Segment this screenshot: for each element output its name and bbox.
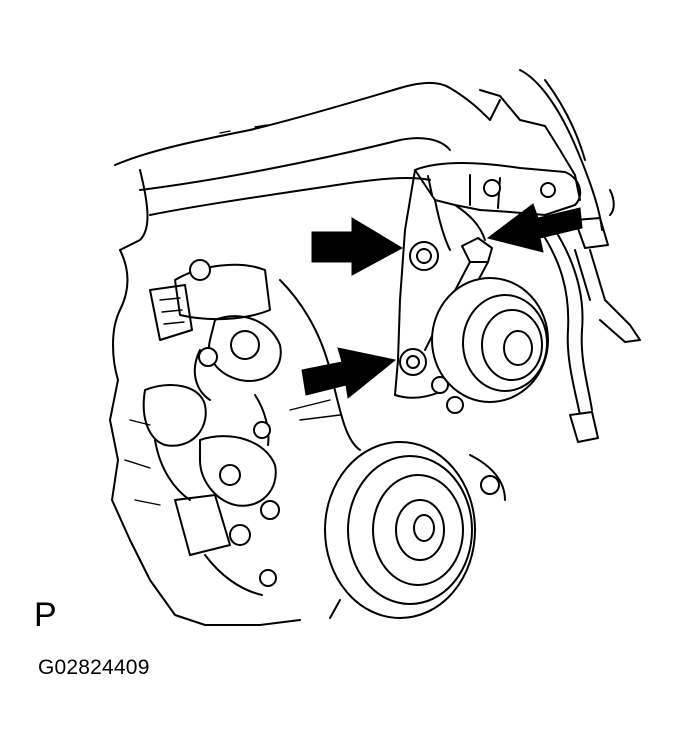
arrow-lower-left [301,347,397,399]
right-side-components [539,189,641,443]
crankshaft-pulley [324,441,506,619]
engine-block-left [109,249,361,626]
tensioner-pulley [431,277,549,403]
cylinder-head-outline [114,69,603,251]
figure-code: G02824409 [38,656,150,679]
arrow-upper-left [311,217,404,276]
arrow-upper-right [486,203,583,253]
view-label: P [34,596,57,634]
